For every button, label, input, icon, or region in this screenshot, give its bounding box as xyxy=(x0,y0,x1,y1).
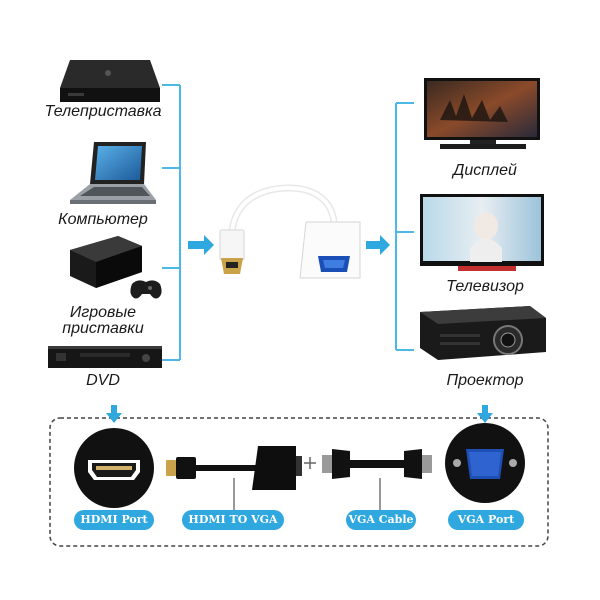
tv-label: Телевизор xyxy=(446,278,524,295)
game-consoles-label-line1: Игровые xyxy=(69,304,137,321)
output-arrow-icon xyxy=(366,235,390,255)
vga-cable-image xyxy=(322,449,432,479)
projector-label: Проектор xyxy=(446,372,524,389)
dvd-player-icon xyxy=(48,346,162,368)
output-bracket xyxy=(395,102,414,351)
vga-port-pill: VGA Port xyxy=(448,510,524,530)
set-top-box-label: Телеприставка xyxy=(44,103,162,120)
bottom-frame xyxy=(49,417,549,547)
display-icon xyxy=(424,78,540,149)
source-bracket xyxy=(162,84,181,361)
plus-icon xyxy=(304,457,316,469)
vga-cable-pill: VGA Cable xyxy=(346,510,416,530)
set-top-box-icon xyxy=(60,60,160,102)
computer-label: Компьютер xyxy=(58,211,148,228)
game-consoles-label-line2: приставки xyxy=(62,320,144,337)
hdmi-to-vga-pill: HDMI TO VGA xyxy=(182,510,284,530)
hdmi-to-vga-cable-image xyxy=(166,446,302,490)
down-arrow-right-icon xyxy=(477,405,493,423)
vga-port-image xyxy=(445,423,525,503)
input-arrow-icon xyxy=(188,235,214,255)
game-console-icon xyxy=(70,236,162,299)
hdmi-vga-adapter-image xyxy=(219,184,361,279)
hdmi-port-image xyxy=(74,428,154,508)
hdmi-port-pill: HDMI Port xyxy=(74,510,154,530)
laptop-icon xyxy=(70,142,156,204)
tv-icon xyxy=(420,194,544,271)
display-label: Дисплей xyxy=(453,162,517,179)
down-arrow-left-icon xyxy=(106,405,122,423)
dvd-label: DVD xyxy=(86,372,120,389)
projector-icon xyxy=(420,306,546,360)
